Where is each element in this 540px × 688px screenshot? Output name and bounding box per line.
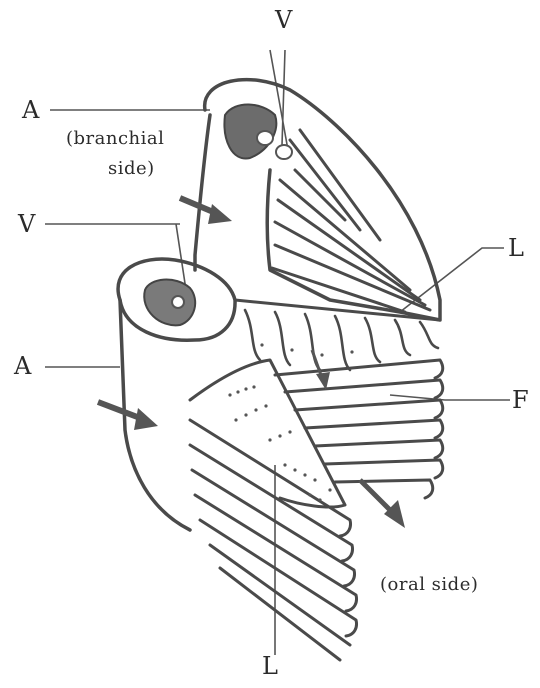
label-branchial: (branchial — [66, 128, 164, 149]
label-v-left: V — [18, 210, 35, 238]
label-f-right: F — [512, 386, 529, 414]
label-l-right: L — [508, 234, 524, 262]
lower-vessel — [144, 280, 195, 326]
upper-vessel-hole-2 — [276, 145, 292, 159]
leader-f-right — [390, 395, 510, 400]
label-a-top: A — [22, 96, 39, 124]
lower-vessel-hole — [172, 296, 184, 308]
lower-filaments-right — [275, 360, 443, 498]
middle-pleats — [245, 310, 438, 370]
lower-filaments-left — [190, 420, 357, 660]
label-l-bottom: L — [262, 652, 278, 680]
label-a-left: A — [14, 352, 31, 380]
label-oral-side: (oral side) — [380, 574, 478, 595]
label-branchial-side: side) — [108, 158, 155, 179]
upper-arch-side — [195, 115, 210, 270]
upper-vessel-hole-1 — [257, 131, 273, 145]
label-v-top: V — [275, 6, 292, 34]
